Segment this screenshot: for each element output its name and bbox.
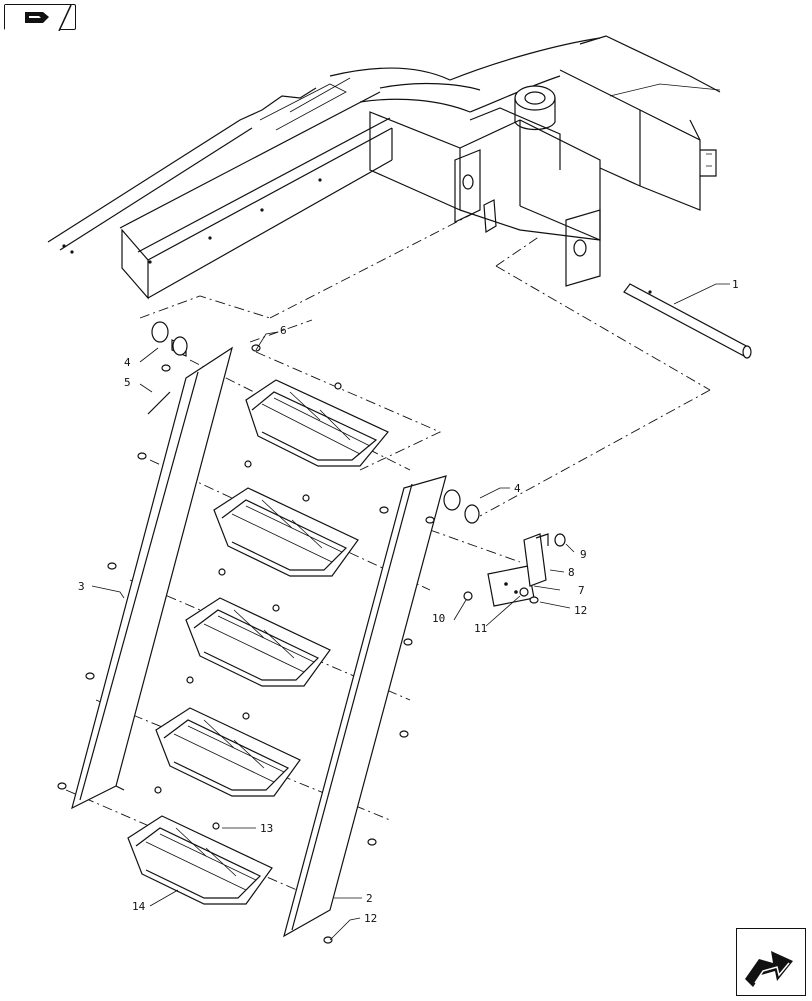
book-hand-icon-graphic — [5, 4, 72, 32]
callout-4-left: 4 — [124, 356, 131, 369]
callout-1: 1 — [732, 278, 739, 291]
callout-8: 8 — [568, 566, 575, 579]
callout-4-right: 4 — [514, 482, 521, 495]
callout-3: 3 — [78, 580, 85, 593]
left-side-rail — [71, 346, 233, 810]
step-5 — [127, 815, 273, 905]
book-hand-icon[interactable] — [4, 4, 76, 32]
step-3 — [185, 597, 331, 687]
callout-6: 6 — [280, 324, 287, 337]
pin-part — [623, 283, 752, 359]
next-page-arrow-icon[interactable] — [736, 928, 806, 996]
right-side-rail — [283, 475, 447, 938]
callout-12-bracket: 12 — [574, 604, 587, 617]
callout-9: 9 — [580, 548, 587, 561]
callout-10: 10 — [432, 612, 445, 625]
callout-11: 11 — [474, 622, 487, 635]
callout-13: 13 — [260, 822, 273, 835]
callout-14: 14 — [132, 900, 146, 913]
chassis-frame — [47, 35, 721, 300]
step-4 — [155, 707, 301, 797]
callout-5: 5 — [124, 376, 131, 389]
step-2 — [213, 487, 359, 577]
callout-7: 7 — [578, 584, 585, 597]
leader-lines — [91, 283, 730, 941]
callout-2: 2 — [366, 892, 373, 905]
fasteners — [57, 344, 539, 944]
callout-12-bottom: 12 — [364, 912, 377, 925]
step-1 — [245, 379, 389, 467]
callout-labels: 1 2 3 4 4 5 6 7 8 9 10 11 12 12 13 14 — [78, 278, 739, 925]
bushing-left — [151, 321, 188, 357]
bushing-right — [443, 489, 480, 524]
next-page-arrow-graphic — [745, 951, 793, 987]
